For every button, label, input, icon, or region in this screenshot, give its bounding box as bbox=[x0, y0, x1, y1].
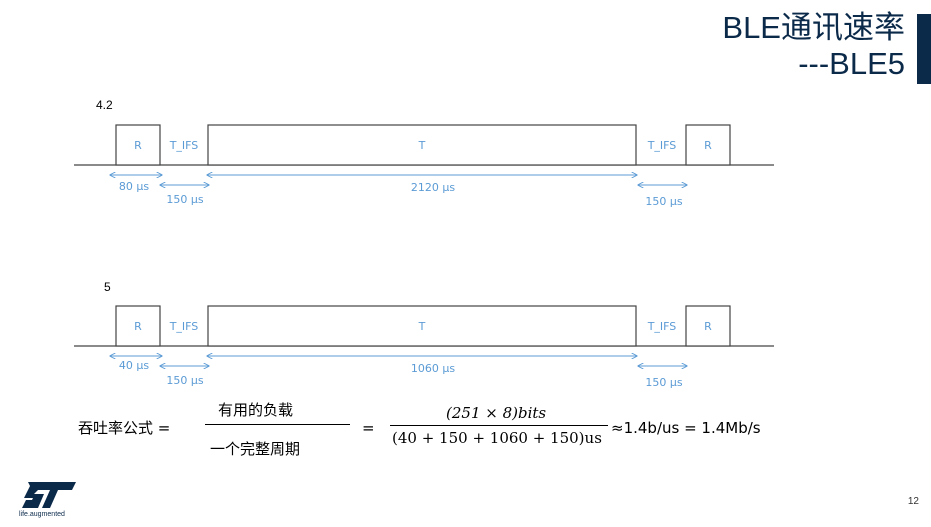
diagram-ble42: R T_IFS T T_IFS R 80 µs 150 µs 2120 µs 1… bbox=[74, 124, 774, 208]
formula-result: ≈1.4b/us = 1.4Mb/s bbox=[611, 419, 761, 437]
dim-text-rx-5: 40 µs bbox=[119, 359, 149, 372]
rx-label-1-5: R bbox=[134, 320, 142, 333]
formula-equals: = bbox=[362, 419, 375, 437]
tx-box-42 bbox=[207, 124, 637, 166]
rx-box-2-42 bbox=[685, 124, 731, 166]
ifs-label-1-42: T_IFS bbox=[169, 139, 199, 152]
rx-label-2-42: R bbox=[704, 139, 712, 152]
title-line-2: ---BLE5 bbox=[798, 46, 905, 81]
logo-tagline: life.augmented bbox=[19, 511, 65, 518]
calc-fraction-line bbox=[390, 425, 608, 426]
title-line-1: BLE通讯速率 bbox=[722, 10, 905, 45]
ifs-label-2-42: T_IFS bbox=[647, 139, 677, 152]
dim-text-tx-5: 1060 µs bbox=[411, 362, 455, 375]
st-logo-text: ST bbox=[20, 480, 22, 481]
formula-label: 吞吐率公式 = bbox=[78, 419, 171, 437]
dim-text-ifs1-42: 150 µs bbox=[166, 193, 203, 206]
formula-denominator: 一个完整周期 bbox=[210, 440, 301, 458]
formula-numerator: 有用的负载 bbox=[218, 401, 294, 419]
dim-text-ifs2-42: 150 µs bbox=[645, 195, 682, 208]
version-label-5: 5 bbox=[104, 280, 111, 294]
rx-label-1-42: R bbox=[134, 139, 142, 152]
dim-text-rx-42: 80 µs bbox=[119, 180, 149, 193]
dim-text-ifs2-5: 150 µs bbox=[645, 376, 682, 389]
version-label-42: 4.2 bbox=[96, 98, 113, 112]
tx-label-42: T bbox=[418, 139, 426, 152]
rx-box-2-5 bbox=[685, 305, 731, 347]
diagram-ble5: R T_IFS T T_IFS R 40 µs 150 µs 1060 µs 1… bbox=[74, 305, 774, 389]
page-number: 12 bbox=[907, 496, 919, 507]
rx-box-1-5 bbox=[115, 305, 161, 347]
tx-box-5 bbox=[207, 305, 637, 347]
rx-label-2-5: R bbox=[704, 320, 712, 333]
title-accent-bar bbox=[917, 14, 931, 84]
tx-label-5: T bbox=[418, 320, 426, 333]
calc-numerator: (251 × 8)bits bbox=[446, 404, 547, 422]
ifs-label-1-5: T_IFS bbox=[169, 320, 199, 333]
ifs-label-2-5: T_IFS bbox=[647, 320, 677, 333]
calc-denominator: (40 + 150 + 1060 + 150)us bbox=[392, 429, 602, 447]
formula-fraction-line bbox=[205, 424, 350, 425]
dim-text-tx-42: 2120 µs bbox=[411, 181, 455, 194]
page-title: BLE通讯速率 ---BLE5 bbox=[722, 10, 905, 82]
st-logo-icon: ST bbox=[20, 480, 76, 508]
dim-text-ifs1-5: 150 µs bbox=[166, 374, 203, 387]
rx-box-1-42 bbox=[115, 124, 161, 166]
